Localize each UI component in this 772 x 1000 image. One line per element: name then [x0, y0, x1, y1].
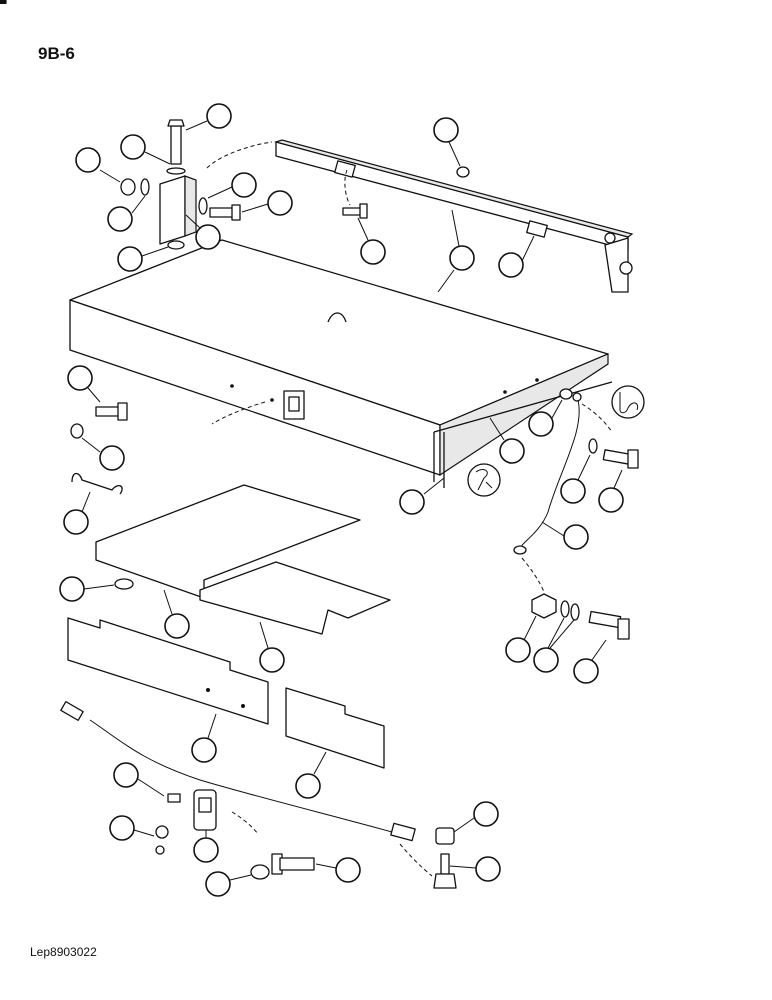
callout-23: 23	[0, 0, 171, 165]
svg-text:24: 24	[0, 0, 7, 7]
callout-24: 24	[0, 0, 121, 183]
washer-16	[70, 423, 84, 439]
svg-text:24: 24	[0, 0, 7, 7]
svg-text:30: 30	[0, 0, 7, 7]
cap-6-bolt-7	[433, 827, 457, 889]
svg-text:21: 21	[0, 0, 7, 7]
svg-text:23: 23	[0, 0, 7, 7]
callout-27: 27	[0, 0, 386, 265]
svg-text:29: 29	[0, 0, 7, 7]
svg-text:12: 12	[0, 0, 7, 7]
callout-31: 31	[0, 0, 461, 167]
callout-24: 24	[0, 0, 169, 272]
bolt-11	[602, 449, 639, 469]
washer-21	[114, 578, 134, 590]
figure-reference-code: Lep8903022	[30, 945, 97, 959]
svg-text:28: 28	[0, 0, 7, 7]
callout-7: 7	[0, 0, 501, 882]
pad-18	[95, 484, 361, 599]
lower-cable-assembly	[60, 701, 416, 855]
svg-text:5: 5	[0, 0, 4, 7]
handle-14	[71, 472, 123, 495]
svg-text:9: 9	[0, 0, 4, 7]
svg-text:11: 11	[0, 0, 7, 7]
callout-8: 8	[0, 0, 361, 883]
callout-26: 26	[0, 0, 221, 250]
svg-text:26: 26	[0, 0, 7, 7]
svg-text:19: 19	[0, 0, 7, 7]
callout-6: 6	[0, 0, 499, 833]
callout-11: 11	[0, 0, 624, 513]
svg-text:4: 4	[0, 0, 4, 7]
unlock-symbol-icon	[467, 463, 501, 497]
svg-text:18: 18	[0, 0, 7, 7]
callout-11: 11	[0, 0, 607, 684]
nut-washers-bolt-set	[531, 593, 630, 640]
callout-19: 19	[0, 0, 217, 763]
callout-23: 23	[0, 0, 146, 232]
callout-17: 17	[0, 0, 285, 673]
svg-text:3: 3	[0, 0, 4, 7]
svg-text:22: 22	[0, 0, 7, 7]
svg-text:17: 17	[0, 0, 7, 7]
strip-19	[67, 617, 269, 725]
angle-trim	[433, 381, 613, 488]
svg-text:27: 27	[0, 0, 7, 7]
callout-14: 14	[0, 0, 91, 535]
callout-12: 12	[0, 0, 563, 437]
ground-cable-10	[513, 388, 582, 555]
callout-4: 4	[0, 0, 165, 797]
svg-text:23: 23	[0, 0, 7, 7]
callout-23: 23	[0, 0, 257, 199]
page-code: 9B-6	[38, 44, 75, 63]
bolt-27	[342, 203, 368, 219]
svg-text:23: 23	[0, 0, 7, 7]
callout-21: 21	[0, 0, 115, 602]
callout-30: 30	[0, 0, 445, 515]
callout-2: 2	[0, 0, 535, 278]
svg-text:2: 2	[0, 0, 4, 7]
callout-29: 29	[0, 0, 525, 464]
callout-16: 16	[0, 0, 125, 471]
svg-text:13: 13	[0, 0, 7, 7]
svg-text:20: 20	[0, 0, 7, 7]
callout-3: 3	[0, 0, 219, 863]
svg-text:31: 31	[0, 0, 7, 7]
lock-symbol-icon	[611, 385, 645, 419]
svg-text:25: 25	[0, 0, 7, 7]
callout-15: 15	[0, 0, 101, 403]
callout-18: 18	[0, 0, 190, 639]
callout-22: 22	[0, 0, 232, 131]
block-20	[285, 687, 385, 769]
svg-text:1: 1	[0, 0, 4, 7]
washer-13	[588, 438, 598, 454]
callout-5: 5	[0, 0, 155, 841]
washer-9	[250, 864, 270, 880]
bolt-15	[95, 402, 128, 421]
svg-text:13: 13	[0, 0, 7, 7]
callout-13: 13	[0, 0, 575, 673]
callout-1: 1	[0, 0, 475, 293]
svg-text:10: 10	[0, 0, 7, 7]
callout-13: 13	[0, 0, 591, 504]
svg-text:11: 11	[0, 0, 7, 7]
hinge-bracket-assembly	[120, 119, 241, 250]
svg-text:8: 8	[0, 0, 4, 7]
callout-9: 9	[0, 0, 252, 897]
panel-box	[69, 239, 609, 477]
svg-text:7: 7	[0, 0, 4, 7]
svg-text:14: 14	[0, 0, 7, 7]
svg-text:16: 16	[0, 0, 7, 7]
callout-20: 20	[0, 0, 327, 799]
rail-part-1	[273, 139, 634, 293]
fastener-31	[456, 166, 470, 178]
svg-text:15: 15	[0, 0, 7, 7]
callout-10: 10	[0, 0, 589, 550]
callout-25: 25	[0, 0, 293, 216]
pad-17	[199, 561, 391, 635]
callout-28: 28	[0, 0, 537, 663]
bolt-8	[271, 853, 315, 875]
svg-text:6: 6	[0, 0, 4, 7]
